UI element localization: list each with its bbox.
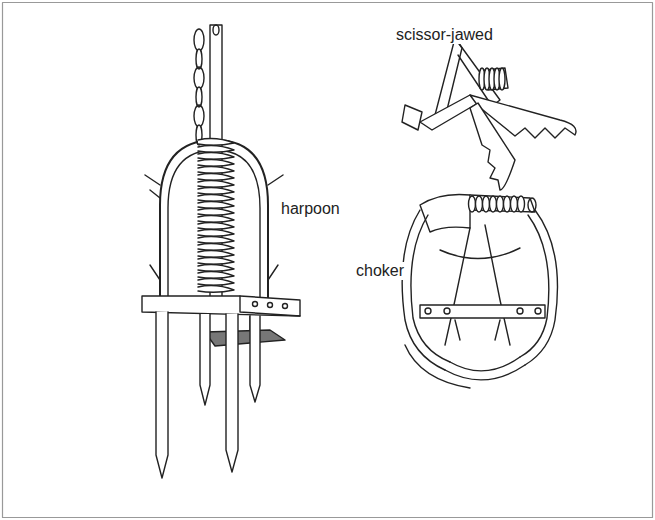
- coil-turn: [198, 272, 234, 279]
- frame-border: [3, 3, 653, 518]
- coil-turn: [198, 153, 234, 160]
- coil-turn: [198, 279, 234, 286]
- coil-turn: [504, 196, 511, 212]
- coil-turn: [198, 139, 234, 146]
- choker-trap: [402, 194, 557, 388]
- coil-turn: [198, 251, 234, 258]
- coil-turn: [518, 196, 525, 212]
- coil-turn: [198, 188, 234, 195]
- coil-turn: [198, 181, 234, 188]
- coil-turn: [198, 202, 234, 209]
- coil-turn: [198, 223, 234, 230]
- coil-turn: [476, 196, 483, 212]
- coil-turn: [198, 160, 234, 167]
- coil-turn: [483, 196, 490, 212]
- coil-turn: [198, 258, 234, 265]
- coil-turn: [511, 196, 518, 212]
- coil-turn: [198, 216, 234, 223]
- coil-turn: [198, 265, 234, 272]
- harpoon-trap: [142, 25, 300, 478]
- part-label: scissor-jawed: [395, 26, 494, 44]
- coil-turn: [198, 146, 234, 153]
- coil-turn: [198, 244, 234, 251]
- coil-spring: [198, 139, 234, 293]
- coil-turn: [469, 196, 476, 212]
- coil-spring: [469, 196, 525, 212]
- coil-spring: [479, 68, 505, 90]
- coil-turn: [198, 195, 234, 202]
- coil-turn: [198, 286, 234, 293]
- part-label: harpoon: [280, 200, 341, 218]
- coil-turn: [198, 209, 234, 216]
- chain: [194, 29, 204, 145]
- coil-turn: [497, 196, 504, 212]
- coil-turn: [499, 68, 505, 90]
- coil-turn: [198, 174, 234, 181]
- scissor-jawed-trap: [402, 36, 576, 190]
- coil-turn: [198, 230, 234, 237]
- coil-turn: [490, 196, 497, 212]
- coil-turn: [198, 167, 234, 174]
- part-label: choker: [355, 262, 405, 280]
- coil-turn: [198, 237, 234, 244]
